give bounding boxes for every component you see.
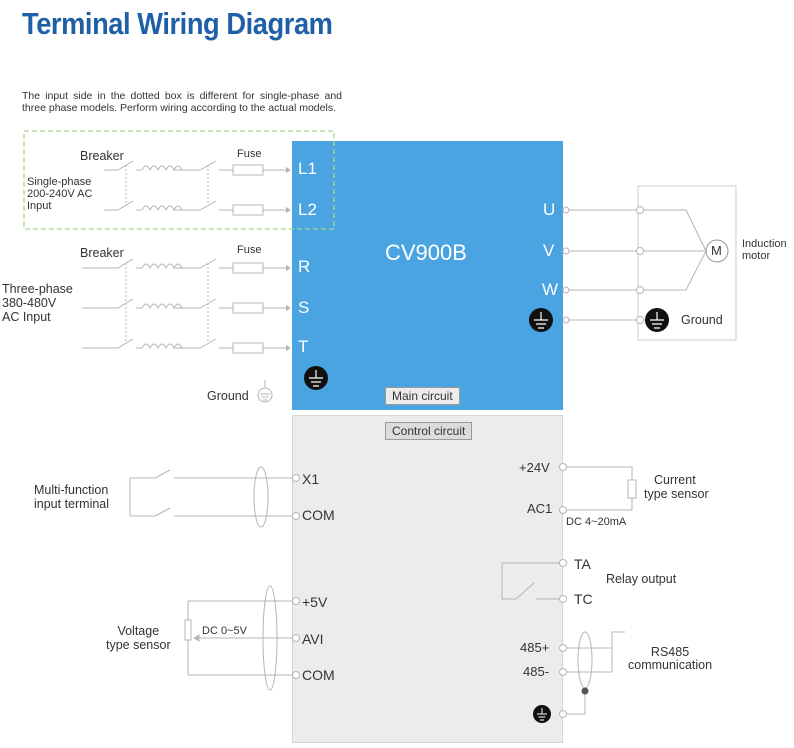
terminal-com-1: COM xyxy=(302,507,335,523)
three-phase-breaker-label: Breaker xyxy=(80,246,124,260)
relay-output-label: Relay output xyxy=(606,572,677,586)
terminal-ta: TA xyxy=(574,556,591,572)
voltage-sensor-label: Voltage type sensor xyxy=(106,624,171,652)
terminal-com-2: COM xyxy=(302,667,335,683)
motor-icon xyxy=(705,239,729,263)
current-sensor-label: Current type sensor xyxy=(644,473,709,501)
rs485-label: RS485 communication xyxy=(628,645,713,672)
fuse-l2 xyxy=(232,204,264,216)
dc-voltage-label: DC 0~5V xyxy=(202,625,247,637)
wiring-note: The input side in the dotted box is diff… xyxy=(22,90,342,114)
terminal-t: T xyxy=(298,337,309,356)
control-circuit-block xyxy=(292,415,563,743)
three-phase-fuse-label: Fuse xyxy=(237,244,262,256)
terminal-tc: TC xyxy=(574,591,593,607)
terminal-l1: L1 xyxy=(298,159,317,178)
terminal-x1: X1 xyxy=(302,471,320,487)
motor-box xyxy=(637,185,737,341)
ground-icon-output xyxy=(529,308,553,332)
dc-current-label: DC 4~20mA xyxy=(566,516,627,528)
multi-function-label: Multi-function input terminal xyxy=(34,483,110,511)
fuse-l1 xyxy=(232,164,264,176)
three-phase-input-label: Three-phase 380-480V AC Input xyxy=(2,282,73,324)
diagram-title: Terminal Wiring Diagram xyxy=(22,6,333,41)
main-circuit-block xyxy=(292,141,563,410)
ground-left-label: Ground xyxy=(207,389,249,403)
terminal-r: R xyxy=(298,257,311,276)
terminal-s: S xyxy=(298,298,310,317)
ground-icon-motor xyxy=(645,308,669,332)
terminal-l2: L2 xyxy=(298,200,317,219)
ground-icon-left xyxy=(257,387,273,403)
terminal-w: W xyxy=(542,280,559,299)
motor-symbol: M xyxy=(711,243,722,258)
terminal-u: U xyxy=(543,200,556,219)
main-circuit-tag: Main circuit xyxy=(385,387,460,405)
ground-icon-main xyxy=(304,366,328,390)
terminal-avi: AVI xyxy=(302,631,324,647)
terminal-485-plus: 485+ xyxy=(520,640,550,655)
terminal-ac1: AC1 xyxy=(527,501,553,516)
control-circuit-tag: Control circuit xyxy=(385,422,473,440)
ground-icon-control xyxy=(533,705,551,723)
terminal-v: V xyxy=(543,241,555,260)
single-phase-dotted-box xyxy=(23,130,335,230)
induction-motor-label: Induction motor xyxy=(742,238,787,262)
terminal-485-minus: 485- xyxy=(523,664,550,679)
single-phase-breaker-label: Breaker xyxy=(80,149,124,163)
single-phase-input-label: Single-phase 200-240V AC Input xyxy=(27,176,93,212)
ground-right-label: Ground xyxy=(681,313,723,327)
single-phase-fuse-label: Fuse xyxy=(237,148,262,160)
terminal-plus24v: +24V xyxy=(519,460,550,475)
terminal-plus5v: +5V xyxy=(302,594,328,610)
model-name: CV900B xyxy=(385,240,467,265)
